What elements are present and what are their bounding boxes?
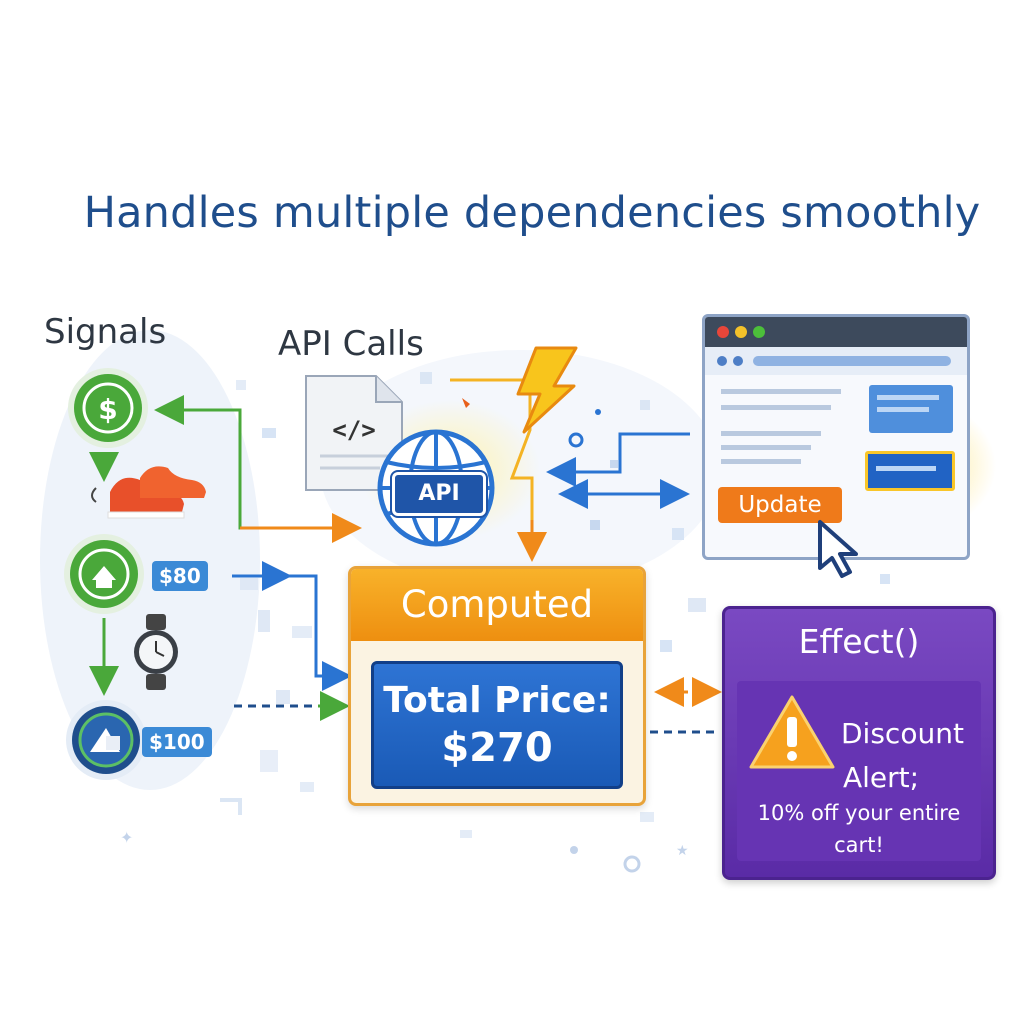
sneakers-icon bbox=[107, 466, 206, 519]
svg-text:★: ★ bbox=[676, 843, 689, 859]
svg-text:$: $ bbox=[98, 393, 117, 426]
update-button[interactable]: Update bbox=[718, 487, 842, 523]
svg-text:✦: ✦ bbox=[120, 828, 133, 847]
browser-to-api-arrow bbox=[546, 432, 690, 487]
dollar-signal-icon[interactable]: $ bbox=[68, 368, 148, 448]
close-dot-icon[interactable] bbox=[717, 326, 729, 338]
content-card bbox=[869, 385, 953, 433]
browser-toolbar bbox=[705, 347, 967, 375]
computed-heading: Computed bbox=[351, 569, 643, 641]
price-tag-100: $100 bbox=[142, 727, 212, 757]
alert-line-1: Discount bbox=[841, 717, 964, 750]
api-calls-heading: API Calls bbox=[278, 324, 424, 364]
svg-text:</>: </> bbox=[332, 416, 375, 444]
api-badge: API bbox=[392, 472, 486, 516]
computed-box: Computed Total Price: $270 bbox=[348, 566, 646, 806]
address-bar[interactable] bbox=[753, 356, 951, 366]
minimize-dot-icon[interactable] bbox=[735, 326, 747, 338]
alert-line-3: 10% off your entire bbox=[757, 801, 961, 825]
price-tag-80: $80 bbox=[152, 561, 208, 591]
discount-alert: Discount Alert; 10% off your entire cart… bbox=[737, 681, 981, 861]
browser-titlebar bbox=[705, 317, 967, 347]
shapes-signal-icon[interactable] bbox=[66, 700, 146, 780]
total-price-box: Total Price: $270 bbox=[371, 661, 623, 789]
maximize-dot-icon[interactable] bbox=[753, 326, 765, 338]
page-title: Handles multiple dependencies smoothly bbox=[83, 188, 981, 238]
lightning-icon bbox=[516, 346, 578, 434]
api-to-computed-path bbox=[450, 378, 534, 556]
watch-icon bbox=[134, 614, 178, 690]
home-signal-icon[interactable] bbox=[64, 534, 144, 614]
highlighted-card bbox=[865, 451, 955, 491]
total-price-value: $270 bbox=[441, 725, 553, 771]
total-price-label: Total Price: bbox=[383, 680, 611, 721]
effect-box: Effect() Discount Alert; 10% off your en… bbox=[722, 606, 996, 880]
signals-heading: Signals bbox=[44, 312, 167, 352]
warning-icon bbox=[749, 695, 835, 769]
alert-line-4: cart! bbox=[834, 833, 884, 857]
cursor-icon bbox=[818, 520, 858, 578]
effect-heading: Effect() bbox=[798, 622, 920, 661]
code-document-icon: </> bbox=[305, 375, 403, 491]
alert-line-2: Alert; bbox=[843, 761, 920, 794]
